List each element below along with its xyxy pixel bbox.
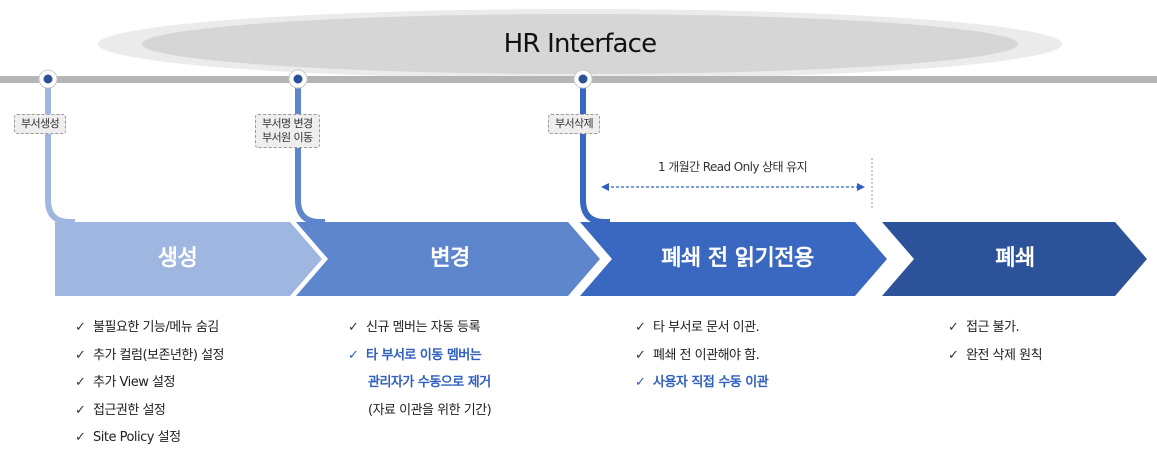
tag-change-line2: 부서원 이동 bbox=[262, 131, 313, 144]
header-ellipse-inner bbox=[142, 14, 1018, 74]
stage-label-change: 변경 bbox=[430, 246, 470, 271]
marker-delete bbox=[573, 69, 593, 89]
list-item-note: (자료 이관을 위한 기간) bbox=[368, 402, 492, 418]
check-icon: ✓ bbox=[348, 347, 359, 363]
list-change: ✓신규 멤버는 자동 등록 ✓타 부서로 이동 멤버는 관리자가 수동으로 제거… bbox=[348, 314, 492, 424]
list-item: ✓Site Policy 설정 bbox=[75, 424, 224, 452]
list-item: ✓신규 멤버는 자동 등록 bbox=[348, 314, 491, 342]
check-icon: ✓ bbox=[75, 430, 86, 445]
tag-change-line1: 부서명 변경 bbox=[262, 117, 313, 130]
tag-department-create: 부서생성 bbox=[14, 114, 67, 134]
connector-delete bbox=[580, 84, 610, 225]
list-item-highlight: ✓타 부서로 이동 멤버는 bbox=[348, 342, 491, 370]
list-closed: ✓접근 불가. ✓완전 삭제 원칙 bbox=[948, 314, 1043, 370]
list-item: ✓폐쇄 전 이관해야 함. bbox=[635, 342, 768, 370]
check-icon: ✓ bbox=[948, 320, 959, 335]
readonly-arrow-left-head bbox=[601, 183, 609, 191]
diagram-title: HR Interface bbox=[503, 29, 657, 59]
list-create: ✓불필요한 기능/메뉴 숨김 ✓추가 컬럼(보존년한) 설정 ✓추가 View … bbox=[75, 314, 225, 452]
list-item: ✓접근 불가. bbox=[948, 314, 1042, 342]
list-item-highlight: ✓사용자 직접 수동 이관 bbox=[635, 369, 769, 397]
readonly-arrow-right-head bbox=[857, 183, 865, 191]
check-icon: ✓ bbox=[75, 347, 86, 363]
check-icon: ✓ bbox=[948, 347, 959, 363]
tag-department-delete: 부서삭제 bbox=[548, 114, 601, 134]
check-icon: ✓ bbox=[348, 320, 359, 335]
stage-label-create: 생성 bbox=[157, 246, 198, 271]
check-icon: ✓ bbox=[635, 320, 646, 335]
list-item: ✓추가 View 설정 bbox=[75, 369, 224, 397]
stage-chevron-readonly bbox=[580, 222, 887, 296]
stage-chevron-change bbox=[296, 222, 600, 296]
connector-create bbox=[45, 84, 75, 225]
stage-label-closed: 폐쇄 bbox=[995, 246, 1035, 271]
list-readonly: ✓타 부서로 문서 이관. ✓폐쇄 전 이관해야 함. ✓사용자 직접 수동 이… bbox=[635, 314, 769, 397]
list-item: ✓불필요한 기능/메뉴 숨김 bbox=[75, 314, 224, 342]
readonly-period-note: 1 개월간 Read Only 상태 유지 bbox=[657, 160, 808, 174]
tag-department-change: 부서명 변경 부서원 이동 bbox=[255, 114, 320, 148]
list-item: ✓접근권한 설정 bbox=[75, 397, 224, 425]
list-item: ✓추가 컬럼(보존년한) 설정 bbox=[75, 342, 225, 370]
marker-change bbox=[288, 69, 308, 89]
stage-label-readonly: 폐쇄 전 읽기전용 bbox=[661, 246, 814, 271]
list-item: ✓완전 삭제 원칙 bbox=[948, 342, 1043, 370]
check-icon: ✓ bbox=[635, 347, 646, 363]
list-item: ✓타 부서로 문서 이관. bbox=[635, 314, 768, 342]
check-icon: ✓ bbox=[75, 320, 86, 335]
check-icon: ✓ bbox=[635, 375, 646, 390]
stage-chevron-closed bbox=[882, 222, 1147, 296]
check-icon: ✓ bbox=[75, 402, 86, 418]
stage-chevron-create bbox=[55, 222, 322, 296]
connector-change bbox=[295, 84, 325, 225]
header-ellipse bbox=[98, 9, 1062, 79]
marker-create bbox=[38, 69, 58, 89]
check-icon: ✓ bbox=[75, 375, 86, 390]
list-item-highlight-continued: 관리자가 수동으로 제거 bbox=[368, 375, 491, 390]
